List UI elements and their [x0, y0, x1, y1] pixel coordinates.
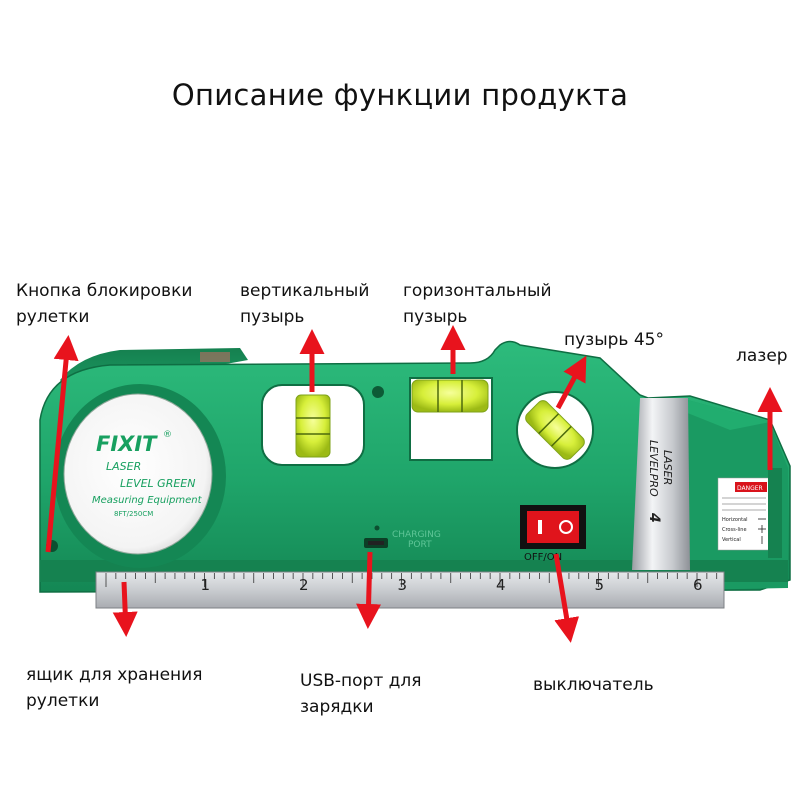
- tape-storage-label-line2: рулетки: [26, 691, 100, 711]
- warning-text: DANGER: [737, 485, 763, 492]
- ruler-number: 3: [398, 576, 408, 594]
- ruler-number: 1: [201, 576, 211, 594]
- arrow-tape-storage: [112, 581, 138, 637]
- screw: [372, 386, 384, 398]
- usb-port-label-line2: зарядки: [300, 697, 374, 717]
- ruler-number: 5: [595, 576, 605, 594]
- bubble-45-window: [516, 391, 594, 469]
- usb-port-label-line1: USB-порт для: [300, 671, 422, 691]
- bubble-45-label: пузырь 45°: [564, 330, 664, 350]
- laser-text: LASER: [106, 460, 141, 473]
- horizontal-bubble-label-line1: горизонтальный: [403, 281, 552, 301]
- vertical-bubble-label-line1: вертикальный: [240, 281, 370, 301]
- side-text-levelpro: LEVELPRO: [647, 440, 660, 497]
- port-text: PORT: [408, 540, 432, 550]
- tape-storage-label: ящик для хранения рулетки: [26, 662, 202, 714]
- vertical-bubble-window: [261, 384, 365, 466]
- horizontal-bubble-label: горизонтальный пузырь: [403, 278, 552, 330]
- horizontal-bubble-window: [409, 377, 493, 461]
- page-title: Описание функции продукта: [171, 78, 629, 112]
- charging-text: CHARGING: [392, 530, 441, 540]
- horizontal-bubble-label-line2: пузырь: [403, 307, 468, 327]
- laser-label: лазер: [736, 346, 788, 366]
- charging-port: CHARGING PORT: [364, 525, 441, 550]
- side-model: 4: [646, 512, 662, 523]
- vertical-bubble-label-line2: пузырь: [240, 307, 305, 327]
- usb-port-label: USB-порт для зарядки: [300, 668, 422, 720]
- ruler: 1 2 3 4 5 6: [95, 571, 725, 609]
- ruler-number: 6: [693, 576, 703, 594]
- brand-text: FIXIT: [96, 432, 158, 456]
- arrow-usb-port: [356, 551, 382, 629]
- switch-text: OFF/ON: [524, 552, 562, 563]
- ruler-ticks: [105, 573, 718, 587]
- measuring-equipment-text: Measuring Equipment: [92, 495, 203, 506]
- level-green-text: LEVEL GREEN: [120, 477, 195, 490]
- tape-spec-text: 8FT/250CM: [114, 510, 153, 518]
- lock-button-label-line1: Кнопка блокировки: [16, 281, 193, 301]
- mode-horizontal: Horizontal: [722, 517, 748, 523]
- switch-label: выключатель: [533, 675, 654, 695]
- power-switch: OFF/ON: [520, 505, 586, 563]
- ruler-number: 2: [299, 576, 309, 594]
- ruler-numbers: 1 2 3 4 5 6: [201, 576, 703, 594]
- mode-vertical: Vertical: [722, 537, 741, 543]
- arrow-lock-button: [45, 335, 79, 553]
- metal-band: LASER LEVELPRO 4: [632, 398, 690, 570]
- callout-arrows: [45, 325, 783, 643]
- registered-mark: ®: [163, 430, 172, 440]
- side-text-laser: LASER: [661, 450, 674, 485]
- ruler-number: 4: [496, 576, 506, 594]
- warning-sticker: DANGER Horizontal Cross-line Vertical: [717, 477, 771, 551]
- laser-lens: [768, 468, 782, 558]
- vertical-bubble-label: вертикальный пузырь: [240, 278, 369, 330]
- tape-storage-label-line1: ящик для хранения: [26, 665, 203, 685]
- lock-button-label: Кнопка блокировки рулетки: [16, 278, 192, 330]
- arrow-bubble-45: [555, 355, 587, 410]
- tape-reel: FIXIT ® LASER LEVEL GREEN Measuring Equi…: [54, 384, 226, 568]
- mode-crossline: Cross-line: [722, 527, 747, 533]
- lock-button-label-line2: рулетки: [16, 307, 90, 327]
- arrow-switch: [553, 553, 580, 643]
